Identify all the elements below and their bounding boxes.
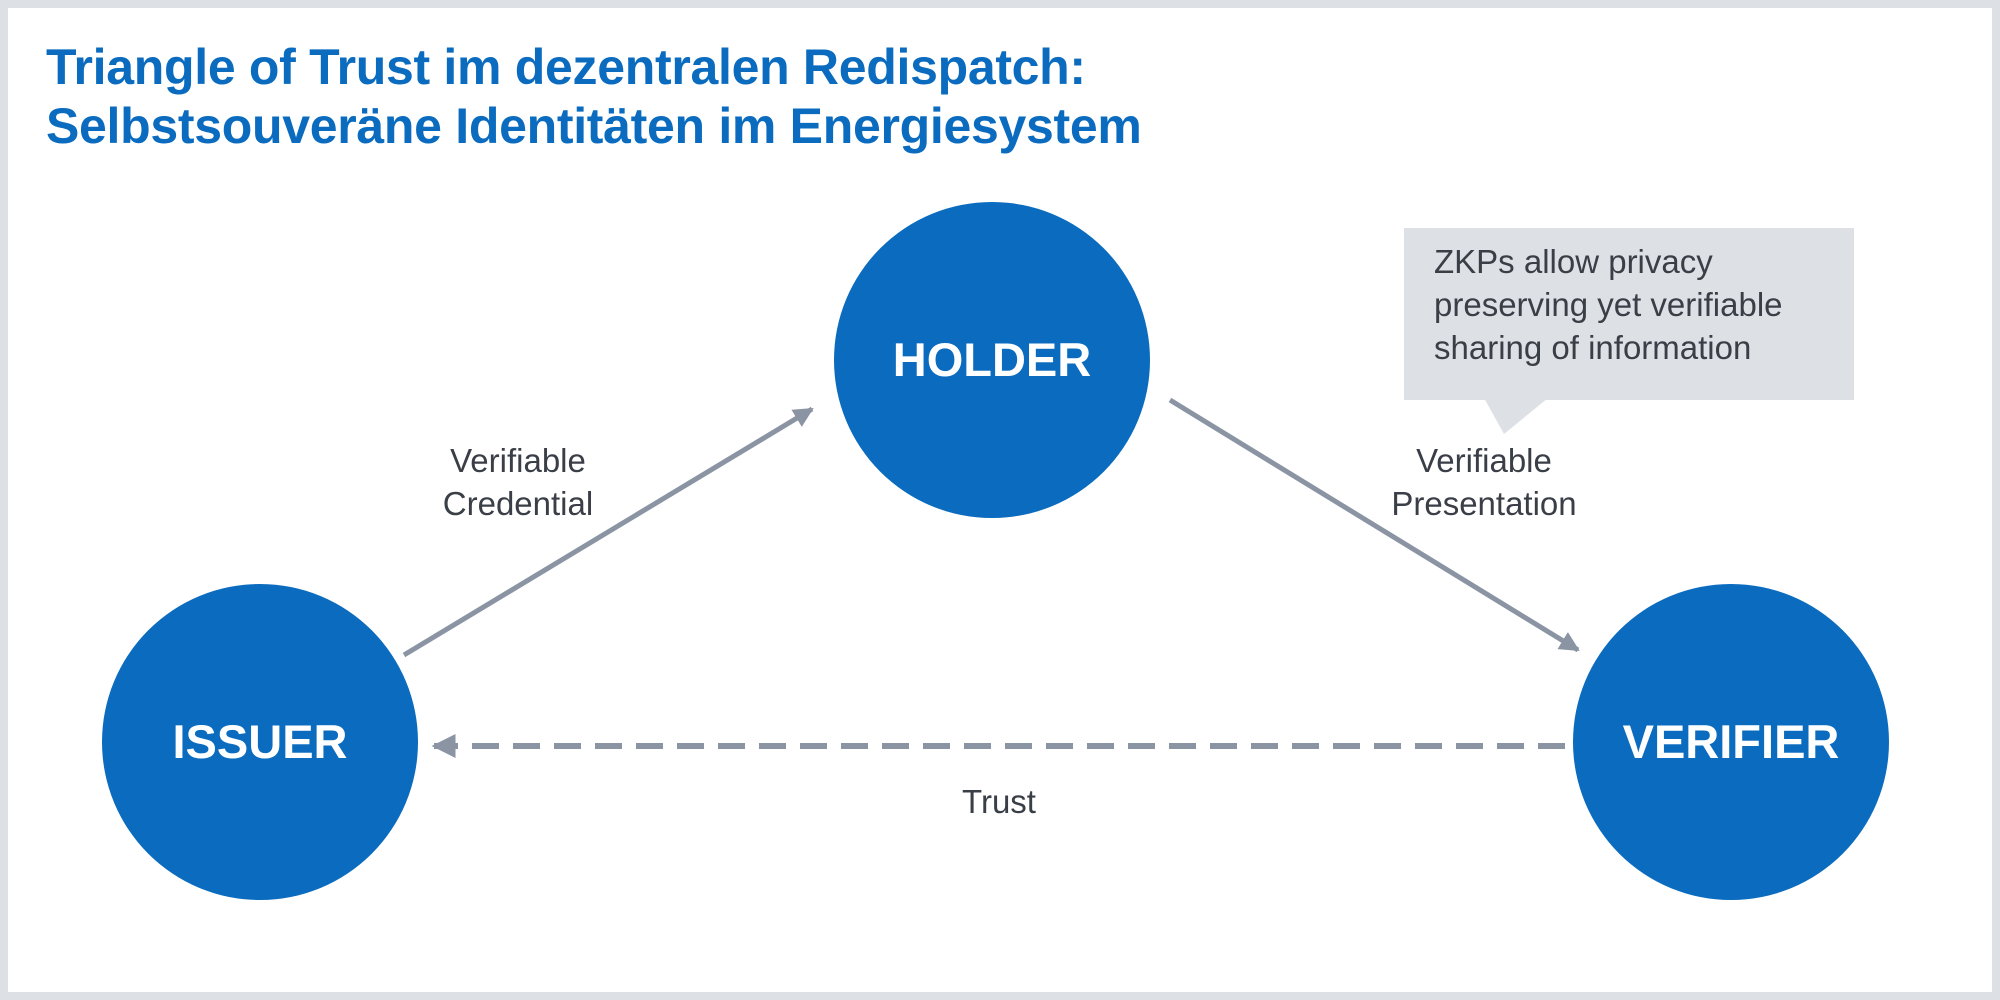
holder-node: HOLDER bbox=[834, 202, 1150, 518]
callout-text: ZKPs allow privacy preserving yet verifi… bbox=[1434, 240, 1844, 369]
page-title: Triangle of Trust im dezentralen Redispa… bbox=[46, 38, 1142, 156]
callout-tail bbox=[1484, 398, 1548, 434]
verifier-label: VERIFIER bbox=[1623, 715, 1840, 768]
presentation-edge-label: Verifiable Presentation bbox=[1391, 442, 1576, 522]
title-line-1: Triangle of Trust im dezentralen Redispa… bbox=[46, 39, 1086, 95]
presentation-arrow bbox=[1168, 397, 1580, 653]
verifier-node: VERIFIER bbox=[1573, 584, 1889, 900]
credential-edge-label: Verifiable Credential bbox=[443, 442, 593, 522]
callout-line-1: ZKPs allow privacy bbox=[1434, 243, 1713, 280]
callout-line-3: sharing of information bbox=[1434, 329, 1752, 366]
callout-line-2: preserving yet verifiable bbox=[1434, 286, 1783, 323]
credential-label-line-2: Credential bbox=[443, 485, 593, 522]
trust-label: Trust bbox=[962, 783, 1036, 820]
credential-arrow bbox=[402, 406, 814, 658]
title-line-2: Selbstsouveräne Identitäten im Energiesy… bbox=[46, 98, 1142, 154]
holder-label: HOLDER bbox=[893, 333, 1091, 386]
presentation-label-line-1: Verifiable bbox=[1416, 442, 1552, 479]
presentation-label-line-2: Presentation bbox=[1391, 485, 1576, 522]
credential-label-line-1: Verifiable bbox=[450, 442, 586, 479]
zkp-callout: ZKPs allow privacy preserving yet verifi… bbox=[1404, 228, 1854, 400]
issuer-node: ISSUER bbox=[102, 584, 418, 900]
issuer-label: ISSUER bbox=[173, 715, 348, 768]
